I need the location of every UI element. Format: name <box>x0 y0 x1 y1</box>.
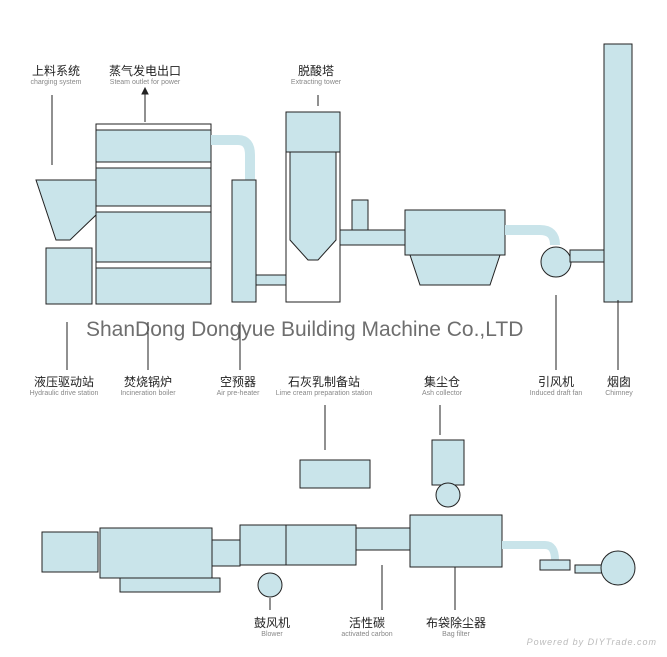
charging-hopper <box>35 179 97 241</box>
label-en: Bag filter <box>442 631 470 638</box>
label-zh: 集尘仓 <box>423 375 461 389</box>
label-zh: 引风机 <box>537 375 575 389</box>
ash-collector <box>431 439 465 486</box>
air-pre-heater <box>231 179 257 303</box>
label-en: Blower <box>261 631 283 638</box>
chimney <box>603 43 633 303</box>
bottom-bag-filter <box>409 514 503 568</box>
activated-carbon-unit <box>355 527 412 551</box>
extracting-tower <box>285 111 341 153</box>
label-zh: 烟囱 <box>606 375 631 389</box>
lime-prep-station <box>299 459 371 489</box>
label-en: Incineration boiler <box>120 390 176 397</box>
label-en: Ash collector <box>421 390 463 397</box>
label-zh: 液压驱动站 <box>33 375 94 389</box>
label-en: charging system <box>30 79 82 86</box>
label-zh: 空预器 <box>219 375 257 389</box>
bag-filter-top <box>404 209 506 256</box>
flue-duct <box>211 135 255 180</box>
reactor <box>285 524 357 566</box>
lime-silo <box>351 199 369 231</box>
watermark: ShanDong Dongyue Building Machine Co.,LT… <box>86 318 524 341</box>
incineration-boiler <box>95 125 212 305</box>
cooling-pipe <box>239 524 287 566</box>
label-en: Lime cream preparation station <box>275 390 373 397</box>
label-zh: 脱酸塔 <box>297 64 334 78</box>
label-zh: 焚烧锅炉 <box>123 375 173 389</box>
rotary-kiln <box>99 527 213 579</box>
label-zh: 上料系统 <box>31 64 80 78</box>
label-zh: 鼓风机 <box>253 616 291 630</box>
label-en: Hydraulic drive station <box>29 390 99 397</box>
label-en: Air pre-heater <box>216 390 260 397</box>
bottom-chimney-fan <box>600 550 636 586</box>
label-en: Steam outlet for power <box>109 79 181 86</box>
label-en: activated carbon <box>341 631 393 638</box>
hydraulic-drive-station <box>45 247 93 305</box>
powered-by: Powered by DIYTrade.com <box>526 637 657 647</box>
label-zh: 石灰乳制备站 <box>287 375 360 389</box>
label-zh: 布袋除尘器 <box>425 616 487 630</box>
label-en: Chimney <box>605 390 633 397</box>
blower <box>257 572 283 598</box>
induced-draft-fan <box>540 246 572 278</box>
label-en: Induced draft fan <box>529 390 583 397</box>
hydraulic-unit <box>41 531 99 573</box>
label-en: Extracting tower <box>290 79 342 86</box>
label-zh: 活性碳 <box>348 616 385 630</box>
label-zh: 蒸气发电出口 <box>108 64 182 78</box>
